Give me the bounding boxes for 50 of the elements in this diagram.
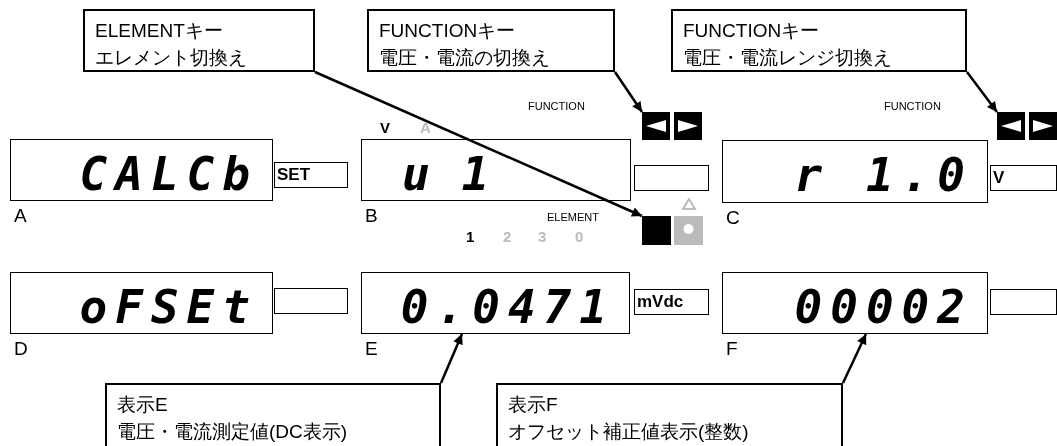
indicator-label: V	[380, 119, 390, 136]
display-letter: D	[14, 338, 28, 360]
callout-text: オフセット補正値表示(整数)	[508, 420, 750, 444]
lcd-display: CALCb	[10, 139, 273, 201]
lcd-display: r 1.0	[722, 140, 988, 203]
display-letter: B	[365, 205, 378, 227]
lcd-display: 0.0471	[361, 272, 630, 334]
callout-title: FUNCTIONキー	[379, 19, 517, 43]
callout-box	[83, 9, 315, 72]
callout-title: FUNCTIONキー	[683, 19, 821, 43]
element-key	[642, 216, 671, 245]
unit-box: V	[990, 165, 1057, 191]
callout-text: 電圧・電流測定値(DC表示)	[117, 420, 349, 444]
lcd-display: u 1	[361, 139, 631, 201]
indicator-label: 3	[538, 228, 547, 245]
indicator-label: 2	[503, 228, 512, 245]
leader-line	[439, 333, 464, 384]
callout-title: 表示F	[508, 393, 559, 417]
callout-text: エレメント切換え	[95, 46, 248, 70]
unit-box: SET	[274, 162, 348, 188]
display-letter: F	[726, 338, 738, 360]
unit-box	[274, 288, 348, 314]
display-letter: C	[726, 207, 740, 229]
callout-box	[367, 9, 615, 72]
callout-box	[671, 9, 967, 72]
unit-box	[634, 165, 709, 191]
leader-line	[841, 333, 868, 384]
key-label: FUNCTION	[528, 100, 585, 112]
callout-box	[105, 383, 441, 446]
unit-box: mVdc	[634, 289, 709, 315]
leader-line	[966, 71, 998, 113]
key-label: ELEMENT	[547, 211, 599, 223]
key-label: FUNCTION	[884, 100, 941, 112]
indicator-label: A	[420, 119, 431, 136]
indicator-label: 0	[575, 228, 584, 245]
unit-box	[990, 289, 1057, 315]
display-letter: A	[14, 205, 27, 227]
indicator-label: 1	[466, 228, 475, 245]
leader-line	[314, 70, 643, 218]
callout-text: 電圧・電流レンジ切換え	[683, 46, 893, 70]
function-keys	[642, 112, 703, 140]
function-keys	[997, 112, 1057, 140]
callout-title: 表示E	[117, 393, 169, 417]
callout-box	[496, 383, 843, 446]
lcd-display: 00002	[722, 272, 988, 334]
display-letter: E	[365, 338, 378, 360]
leader-line	[613, 71, 644, 113]
callout-title: ELEMENTキー	[95, 19, 224, 43]
lcd-display: oFSEt	[10, 272, 273, 334]
callout-text: 電圧・電流の切換え	[379, 46, 551, 70]
